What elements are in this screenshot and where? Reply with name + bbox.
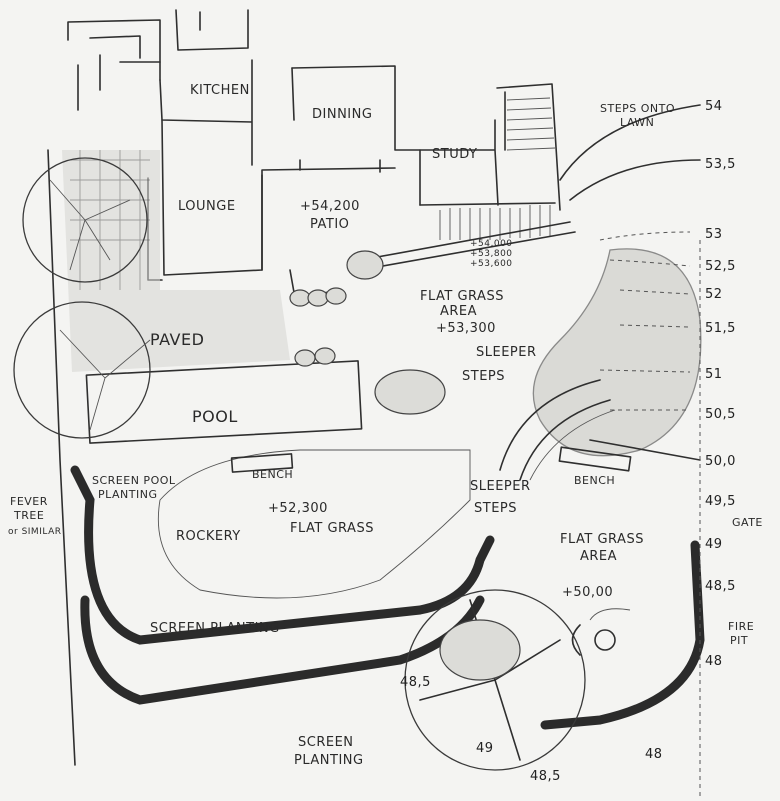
contour-48-5-bottom: 48,5 (530, 769, 561, 784)
screen-planting-bottom-line1: SCREEN (298, 735, 354, 750)
terrace-level-3: +53,600 (470, 259, 513, 269)
pool-outline (85, 360, 363, 444)
upper-lawn-level: +53,300 (436, 321, 496, 336)
patio-label: PATIO (310, 217, 349, 232)
lower-lawn-line1: FLAT GRASS (560, 532, 644, 547)
contour-50-5: 50,5 (705, 407, 736, 422)
contour-52: 52 (705, 287, 723, 302)
gate-label: GATE (732, 516, 763, 529)
contour-54: 54 (705, 99, 723, 114)
upper-planting-bed (532, 248, 702, 457)
sleeper-steps-upper-line2: STEPS (462, 369, 505, 384)
contour-53-5: 53,5 (705, 157, 736, 172)
upper-lawn-line2: AREA (440, 304, 477, 319)
steps-onto-lawn-line2: LAWN (620, 116, 654, 129)
contour-48-5-left: 48,5 (400, 675, 431, 690)
steps-onto-lawn-line1: STEPS ONTO (600, 102, 675, 115)
sleeper-steps-lower-line2: STEPS (474, 501, 517, 516)
west-boundary (47, 149, 76, 766)
curved-seating (499, 379, 616, 481)
house-outline (67, 9, 576, 299)
rockery-label: ROCKERY (176, 529, 241, 544)
pool-label: POOL (192, 407, 238, 426)
shrubs (289, 250, 521, 681)
contour-49: 49 (705, 537, 723, 552)
screen-planting-bottom-line2: PLANTING (294, 753, 364, 768)
bench-right-label: BENCH (574, 474, 615, 487)
fire-pit-line1: FIRE (728, 620, 754, 633)
patio-level: +54,200 (300, 199, 360, 214)
contour-48-5: 48,5 (705, 579, 736, 594)
middle-lawn-label: FLAT GRASS (290, 521, 374, 536)
upper-lawn-line1: FLAT GRASS (420, 289, 504, 304)
fever-tree-line3: or SIMILAR (8, 527, 62, 537)
contour-lines (559, 104, 701, 800)
contour-53: 53 (705, 227, 723, 242)
screen-pool-planting-line1: SCREEN POOL (92, 474, 176, 487)
contour-52-5: 52,5 (705, 259, 736, 274)
contour-49-5: 49,5 (705, 494, 736, 509)
contour-48-bottom: 48 (645, 747, 663, 762)
fire-pit-line2: PIT (730, 634, 748, 647)
screen-pool-planting-line2: PLANTING (98, 488, 157, 501)
tree-top-left (22, 157, 148, 283)
paved-area (62, 150, 290, 372)
fever-tree-line2: TREE (13, 509, 44, 522)
screen-planting-lower-label: SCREEN PLANTING (150, 621, 280, 636)
lower-lawn-level: +50,00 (562, 585, 613, 600)
fire-pit-shape (571, 608, 631, 656)
room-kitchen: KITCHEN (190, 83, 250, 98)
tree-bottom (404, 589, 586, 771)
fever-tree-line1: FEVER (10, 495, 48, 508)
room-study: STUDY (432, 147, 477, 162)
bench-left-shape (230, 453, 294, 473)
contour-49-bottom: 49 (476, 741, 494, 756)
room-dinning: DINNING (312, 107, 372, 122)
tree-fever (13, 301, 151, 439)
bench-right-shape (558, 446, 632, 472)
terrace-level-2: +53,800 (470, 249, 513, 259)
room-lounge: LOUNGE (178, 199, 236, 214)
terrace-level-1: +54,000 (470, 239, 513, 249)
contour-51-5: 51,5 (705, 321, 736, 336)
sleeper-steps-lower-line1: SLEEPER (470, 479, 531, 494)
paved-label: PAVED (150, 330, 204, 349)
contour-50-0: 50,0 (705, 454, 736, 469)
bench-left-label: BENCH (252, 468, 293, 481)
contour-51: 51 (705, 367, 723, 382)
contour-48: 48 (705, 654, 723, 669)
sleeper-steps-upper-line1: SLEEPER (476, 345, 537, 360)
contour-labels: 54 53,5 53 52,5 52 51,5 51 50,5 50,0 49,… (705, 99, 736, 669)
lower-lawn-line2: AREA (580, 549, 617, 564)
middle-lawn-level: +52,300 (268, 501, 328, 516)
